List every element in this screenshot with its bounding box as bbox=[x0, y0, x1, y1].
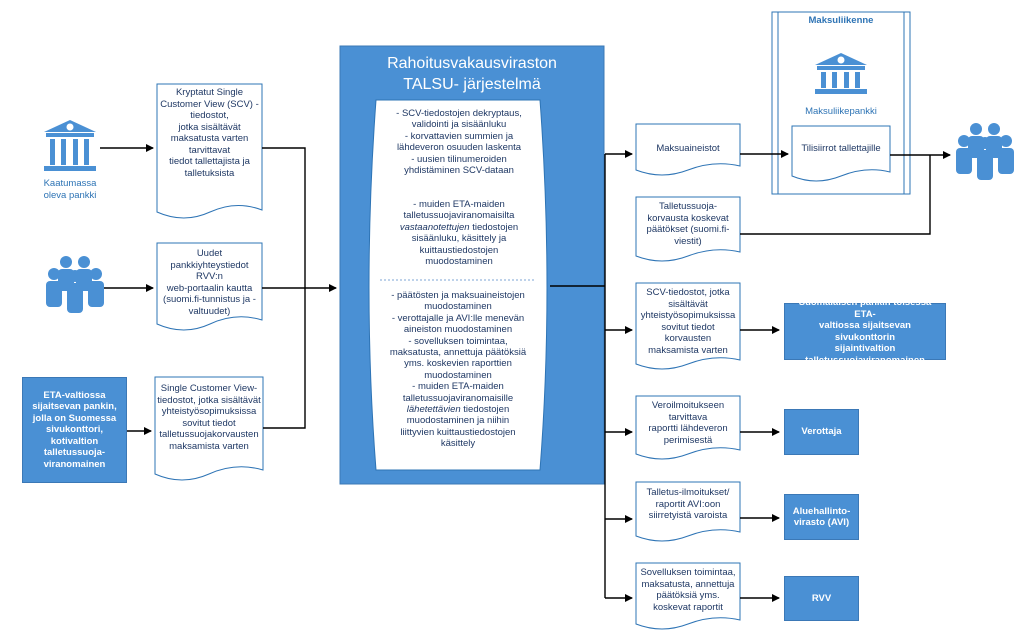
doc-shape-left-2 bbox=[156, 242, 263, 331]
doc-shape-tilisiirrot bbox=[791, 125, 891, 182]
doc-shape-left-3 bbox=[154, 376, 264, 481]
doc-tilisiirrot: Tilisiirrot tallettajille bbox=[801, 143, 881, 154]
maksuliikenne-title: Maksuliikenne bbox=[808, 15, 874, 26]
doc-shape-veroilmoitus bbox=[635, 395, 741, 460]
doc-talletus: Talletus-ilmoitukset/ raportit AVI:oon s… bbox=[646, 487, 730, 521]
central-block-2a: - muiden ETA-maiden talletussuojaviranom… bbox=[403, 199, 515, 222]
maksuliikepankki-label: Maksuliikepankki bbox=[805, 106, 877, 117]
doc-left-pankkiyhteystiedot: Uudet pankkiyhteystiedot RVV:n web-porta… bbox=[163, 248, 256, 317]
doc-left-scv: Single Customer View- tiedostot, jotka s… bbox=[157, 383, 261, 452]
central-title-text: Rahoitusvakausviraston TALSU- järjestelm… bbox=[387, 55, 557, 93]
doc-left-scv-encrypted: Kryptatut Single Customer View (SCV) - t… bbox=[160, 87, 259, 179]
doc-scv-right: SCV-tiedostot, jotka sisältävät yhteisty… bbox=[640, 287, 736, 356]
central-block-2-em: vastaanotettujen bbox=[399, 221, 470, 233]
doc-sovellus: Sovelluksen toimintaa, maksatusta, annet… bbox=[640, 567, 736, 613]
central-block-3b: tiedostojen muodostaminen ja niihin liit… bbox=[400, 404, 516, 450]
central-scroll-shape bbox=[368, 99, 548, 471]
central-title: Rahoitusvakausviraston TALSU- järjestelm… bbox=[340, 53, 604, 95]
doc-veroilmoitus: Veroilmoitukseen tarvittava raportti läh… bbox=[648, 400, 728, 446]
doc-maksuaineistot: Maksuaineistot bbox=[656, 143, 720, 154]
central-block-3: - päätösten ja maksuaineistojen muodosta… bbox=[372, 290, 544, 450]
box-verottaja: Verottaja bbox=[784, 409, 859, 455]
people-icon bbox=[46, 256, 104, 313]
central-block-3a: - päätösten ja maksuaineistojen muodosta… bbox=[389, 290, 527, 404]
doc-shape-maksuaineistot bbox=[635, 123, 741, 176]
doc-shape-paatokset bbox=[635, 196, 741, 262]
doc-shape-sovellus bbox=[635, 562, 741, 630]
central-block-1: - SCV-tiedostojen dekryptaus, validointi… bbox=[396, 108, 522, 177]
box-rvv: RVV bbox=[784, 576, 859, 621]
doc-shape-scv bbox=[635, 282, 741, 370]
people-icon-tallettajat bbox=[956, 123, 1014, 180]
box-avi: Aluehallinto- virasto (AVI) bbox=[784, 494, 859, 540]
central-block-3-em: lähetettävien bbox=[406, 404, 461, 416]
eta-authority-box: ETA-valtiossa sijaitsevan pankin, jolla … bbox=[22, 377, 127, 483]
central-block-2b: tiedostojen sisäänluku, käsittely ja kui… bbox=[411, 221, 519, 268]
doc-shape-left-1 bbox=[156, 83, 263, 219]
central-block-2: - muiden ETA-maiden talletussuojaviranom… bbox=[376, 199, 542, 267]
box-suomalainen-pankki: Suomalaisen pankin toisessa ETA- valtios… bbox=[784, 297, 946, 366]
doc-shape-talletus bbox=[635, 481, 741, 542]
doc-paatokset: Talletussuoja- korvausta koskevat päätök… bbox=[646, 201, 730, 247]
bank-icon bbox=[44, 120, 96, 171]
bank-icon-maksuliikepankki bbox=[815, 53, 867, 94]
bank-label: Kaatumassa oleva pankki bbox=[43, 178, 97, 201]
